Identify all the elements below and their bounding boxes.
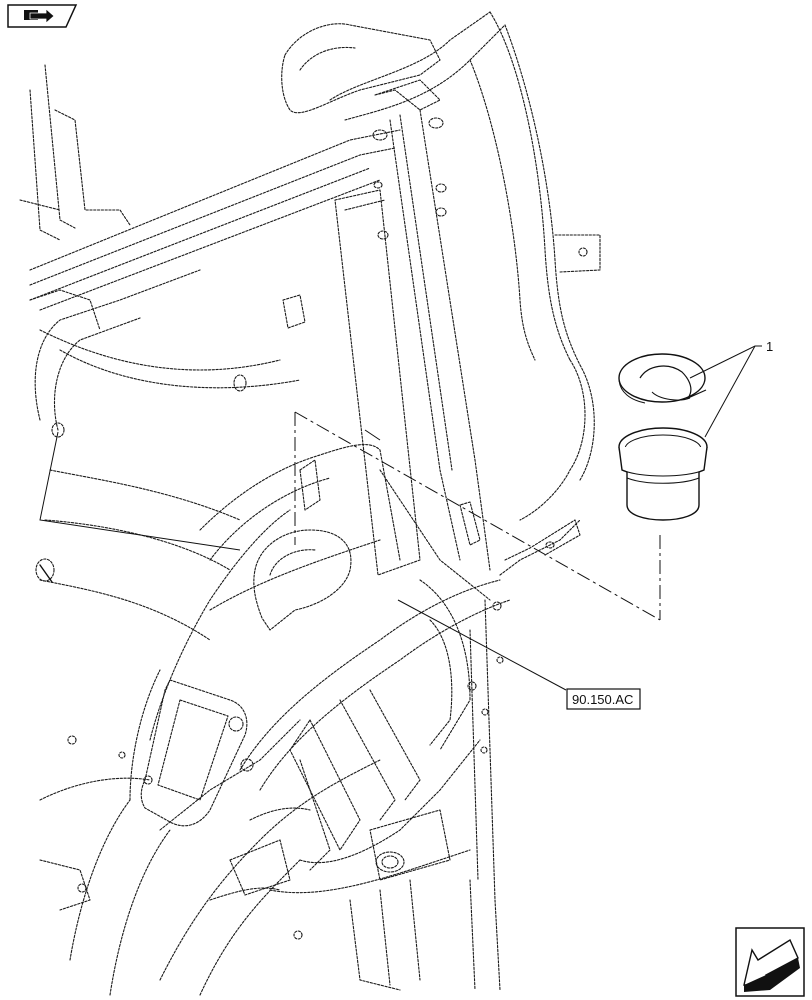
book-arrow-icon[interactable] [7,4,78,28]
cup-sleeve-part [618,427,708,521]
view-direction-arrow-icon[interactable] [735,927,805,997]
fastener-leader [39,429,381,551]
assembly-center-line [294,411,661,621]
grommet-ring-part [618,353,707,404]
callout-1-leaders [689,345,762,438]
item-number-label: 1 [766,339,773,354]
reference-callout[interactable]: 90.150.AC [397,599,641,710]
reference-label[interactable]: 90.150.AC [572,692,633,707]
cab-frame-drawing [19,11,601,996]
